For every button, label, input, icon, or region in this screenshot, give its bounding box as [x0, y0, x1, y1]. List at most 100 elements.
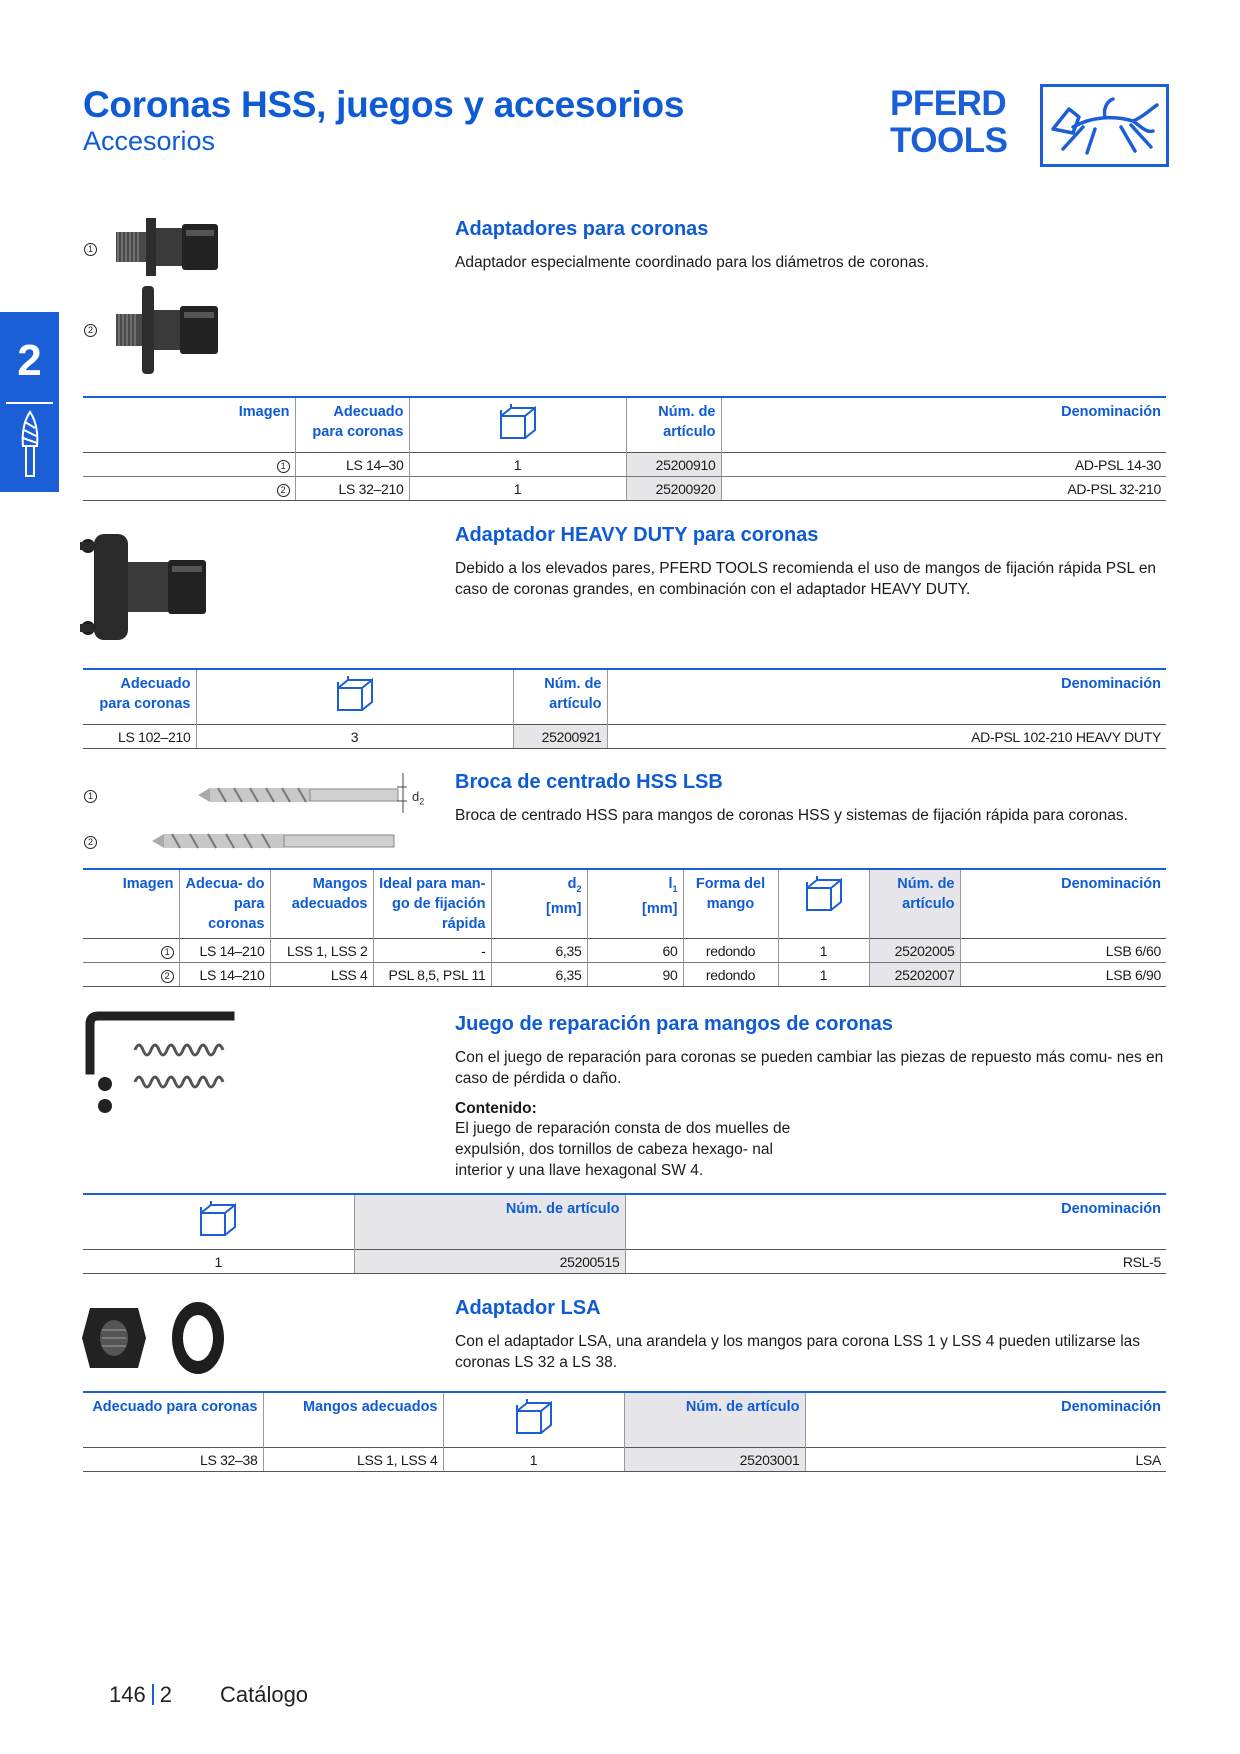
cell-suitable: LS 102–210: [83, 724, 196, 749]
brand-logo-text: PFERD TOOLS: [890, 85, 1020, 159]
cell-article: 25200910: [625, 452, 721, 477]
cell-article: 25200515: [353, 1249, 625, 1274]
header-article: Núm. de artículo: [353, 1194, 625, 1250]
header-package: [408, 397, 626, 453]
header-article: Núm. de artículo: [625, 397, 721, 453]
package-box-icon: [803, 876, 845, 918]
cell-designation: LSB 6/90: [959, 962, 1166, 987]
marker-2: 2: [84, 324, 97, 337]
header-package: [777, 869, 869, 939]
cell-article: 25203001: [623, 1447, 805, 1472]
cell-shanks: LSS 1, LSS 2: [269, 938, 373, 963]
header-package: [442, 1392, 624, 1448]
chapter-tab-divider: [6, 402, 53, 404]
adapter-small-image: [112, 214, 224, 285]
cell-article: 25202005: [868, 938, 960, 963]
heavy-duty-table: Adecuado para coronas Núm. de artículo D…: [83, 668, 1166, 749]
row-marker: 2: [83, 962, 179, 987]
cell-shanks: LSS 4: [269, 962, 373, 987]
cell-d2: 6,35: [490, 962, 587, 987]
table-row: 1 25200515 RSL-5: [83, 1249, 1166, 1274]
heavy-duty-adapter-image: [80, 524, 212, 655]
section-text-repair: Con el juego de reparación para coronas …: [455, 1049, 1164, 1087]
cell-qty: 1: [408, 452, 626, 477]
cell-qty: 1: [408, 476, 626, 501]
header-designation: Denominación: [624, 1194, 1166, 1250]
table-row: LS 102–210 3 25200921 AD-PSL 102-210 HEA…: [83, 724, 1166, 749]
cell-designation: LSA: [804, 1447, 1166, 1472]
drill-bit-long-image: [150, 826, 398, 861]
repair-table: Núm. de artículo Denominación 1 25200515…: [83, 1193, 1166, 1274]
cell-shape: redondo: [682, 938, 778, 963]
cell-suitable: LS 32–210: [294, 476, 409, 501]
cell-ideal: -: [372, 938, 491, 963]
header-l1: l1[mm]: [586, 869, 683, 939]
cell-article: 25200921: [512, 724, 607, 749]
page-subtitle: Accesorios: [83, 126, 216, 156]
cell-article: 25202007: [868, 962, 960, 987]
header-ideal: Ideal para man- go de fijación rápida: [372, 869, 491, 939]
header-suitable: Adecuado para coronas: [99, 676, 191, 712]
chapter-number-footer: 2: [159, 1682, 172, 1707]
header-designation: Denominación: [720, 397, 1166, 453]
cell-designation: AD-PSL 14-30: [720, 452, 1166, 477]
header-designation: Denominación: [804, 1392, 1166, 1448]
drill-table: Imagen Adecua- do para coronas Mangos ad…: [83, 868, 1166, 987]
cell-l1: 90: [586, 962, 683, 987]
cell-suitable: LS 14–30: [294, 452, 409, 477]
header-article: Núm. de artículo: [512, 669, 607, 725]
page-number: 146: [109, 1682, 146, 1707]
logo-line-2: TOOLS: [890, 121, 1008, 160]
header-shanks: Mangos adecuados: [269, 869, 373, 939]
cell-shape: redondo: [682, 962, 778, 987]
header-suitable: Adecua- do para coronas: [178, 869, 270, 939]
section-title-drill: Broca de centrado HSS LSB: [455, 771, 723, 793]
cell-article: 25200920: [625, 476, 721, 501]
cell-designation: RSL-5: [624, 1249, 1166, 1274]
chapter-number: 2: [17, 336, 42, 385]
header-designation: Denominación: [959, 869, 1166, 939]
header-shanks: Mangos adecuados: [262, 1392, 443, 1448]
section-title-adapters: Adaptadores para coronas: [455, 218, 709, 240]
cell-ideal: PSL 8,5, PSL 11: [372, 962, 491, 987]
lsa-table: Adecuado para coronas Mangos adecuados N…: [83, 1391, 1166, 1472]
table-row: 1 LS 14–30 1 25200910 AD-PSL 14-30: [83, 452, 1166, 477]
lsa-adapter-image: [80, 1298, 228, 1383]
header-suitable: Adecuado para coronas: [92, 1399, 258, 1415]
cell-qty: 1: [777, 962, 869, 987]
header-image: Imagen: [122, 876, 174, 892]
package-box-icon: [513, 1399, 555, 1441]
marker-1: 1: [84, 243, 97, 256]
section-text-lsa: Con el adaptador LSA, una arandela y los…: [455, 1333, 1141, 1371]
header-package: [83, 1194, 354, 1250]
marker-2: 2: [84, 836, 97, 849]
cell-suitable: LS 32–38: [83, 1447, 263, 1472]
cell-qty: 3: [195, 724, 513, 749]
row-marker: 1: [83, 938, 179, 963]
header-image: Imagen: [238, 404, 290, 420]
cell-designation: LSB 6/60: [959, 938, 1166, 963]
cell-qty: 1: [83, 1249, 354, 1274]
table-row: 2 LS 32–210 1 25200920 AD-PSL 32-210: [83, 476, 1166, 501]
repair-kit-image: [80, 1010, 240, 1123]
catalog-label: Catálogo: [219, 1682, 309, 1707]
cell-shanks: LSS 1, LSS 4: [262, 1447, 443, 1472]
cell-suitable: LS 14–210: [178, 962, 270, 987]
logo-line-1: PFERD: [890, 84, 1007, 123]
header-shape: Forma del mango: [682, 869, 778, 939]
package-box-icon: [497, 404, 539, 446]
table-row: 2 LS 14–210 LSS 4 PSL 8,5, PSL 11 6,35 9…: [83, 962, 1166, 987]
table-row: 1 LS 14–210 LSS 1, LSS 2 - 6,35 60 redon…: [83, 938, 1166, 963]
section-title-heavy-duty: Adaptador HEAVY DUTY para coronas: [455, 524, 819, 546]
header-d2: d2[mm]: [490, 869, 587, 939]
table-row: LS 32–38 LSS 1, LSS 4 1 25203001 LSA: [83, 1447, 1166, 1472]
dimension-label: d2: [412, 789, 425, 807]
horse-logo-icon: [1040, 84, 1169, 167]
footer-divider: [151, 1684, 154, 1705]
burr-tool-icon: [17, 410, 43, 485]
drill-bit-short-image: [196, 780, 400, 815]
adapters-table: Imagen Adecuado para coronas Núm. de art…: [83, 396, 1166, 501]
marker-1: 1: [84, 790, 97, 803]
header-designation: Denominación: [606, 669, 1166, 725]
repair-contents-text: El juego de reparación consta de dos mue…: [455, 1120, 791, 1179]
